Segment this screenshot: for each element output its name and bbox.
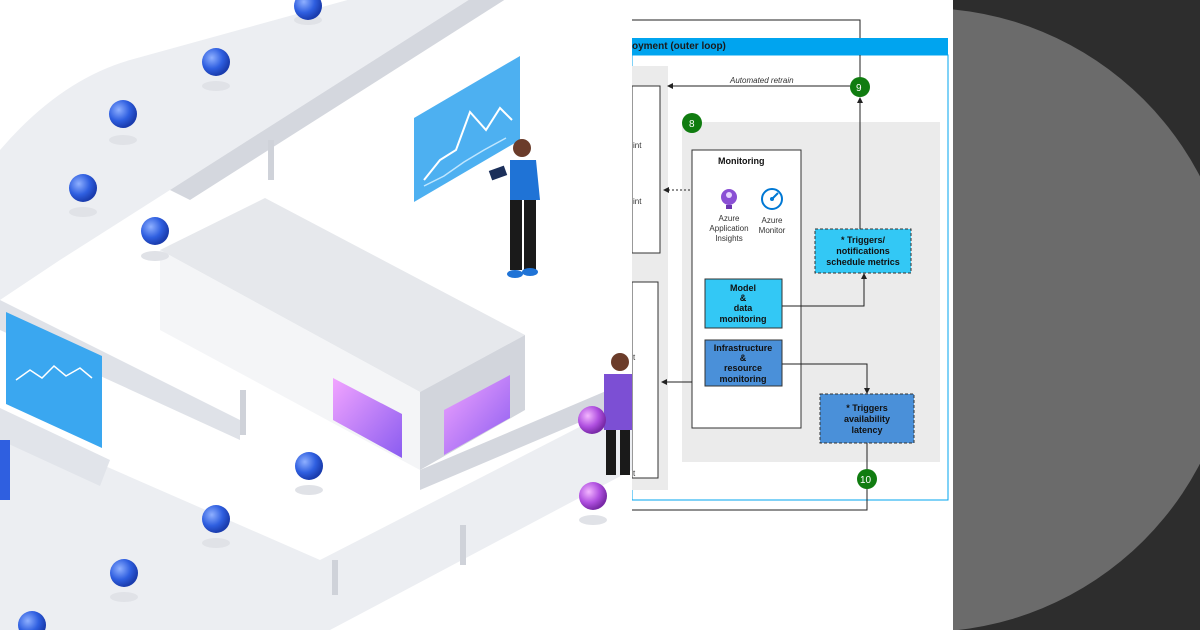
mlops-diagram: oyment (outer loop) int int t t Automate… xyxy=(630,0,953,630)
left-text-3: t xyxy=(633,353,636,362)
app-insights-line-3: Insights xyxy=(715,234,743,243)
outer-loop-header: oyment (outer loop) xyxy=(632,38,948,55)
automated-retrain-label: Automated retrain xyxy=(729,76,794,85)
floating-chart-screen xyxy=(414,56,520,202)
diagram-canvas: int int t t Automated retrain 9 8 Monito… xyxy=(630,19,949,511)
model-data-monitoring-box xyxy=(704,278,783,329)
triggers-notifications-box xyxy=(814,228,912,274)
decor-graphic xyxy=(611,0,1200,630)
infrastructure-monitoring-box xyxy=(704,339,783,387)
monitoring-title: Monitoring xyxy=(718,156,765,166)
left-text-1: int xyxy=(633,141,642,150)
model-data-line-2: & xyxy=(740,293,747,303)
triggers-notif-line-1: * Triggers/ xyxy=(841,235,886,245)
app-insights-line-2: Application xyxy=(709,224,748,233)
left-text-2: int xyxy=(633,197,642,206)
model-data-line-1: Model xyxy=(730,283,756,293)
top-loop-line xyxy=(630,19,861,90)
spheres xyxy=(18,0,607,630)
desk-monitor-screen xyxy=(6,312,102,448)
step-9-number: 9 xyxy=(856,83,862,94)
left-text-4: t xyxy=(633,469,636,478)
infra-line-3: resource xyxy=(724,363,762,373)
model-data-line-3: data xyxy=(734,303,754,313)
conveyor-illustration-graphic xyxy=(0,0,632,630)
model-data-line-4: monitoring xyxy=(720,314,767,324)
step-10-badge xyxy=(857,469,877,489)
conveyor-illustration xyxy=(0,0,632,630)
triggers-avail-line-2: availability xyxy=(844,414,890,424)
machine-portal-front xyxy=(333,378,402,458)
belt-left-edge xyxy=(0,300,240,440)
triggers-notif-line-2: notifications xyxy=(836,246,890,256)
belt-upper xyxy=(0,0,469,300)
belt-lower xyxy=(0,400,632,630)
belt-upper-edge xyxy=(170,0,505,200)
infra-line-1: Infrastructure xyxy=(714,343,773,353)
infra-line-2: & xyxy=(740,353,747,363)
step-9-badge xyxy=(850,77,870,97)
step-8-number: 8 xyxy=(689,119,695,130)
app-insights-line-1: Azure xyxy=(719,214,740,223)
arrow-infra-to-availability xyxy=(782,363,870,394)
person-with-tablet xyxy=(488,139,540,278)
azure-monitor-line-1: Azure xyxy=(762,216,783,225)
bottom-loop-line xyxy=(632,443,868,511)
step-8-badge xyxy=(682,113,702,133)
triggers-avail-line-3: latency xyxy=(851,425,882,435)
dark-decor-panel xyxy=(611,0,1200,630)
belt-lower-edge xyxy=(420,380,632,490)
azure-monitor-line-2: Monitor xyxy=(759,226,786,235)
person-with-sphere xyxy=(578,353,632,475)
infra-line-4: monitoring xyxy=(720,374,767,384)
azure-monitor-icon xyxy=(761,188,783,210)
triggers-availability-box xyxy=(819,393,915,444)
triggers-notif-line-3: schedule metrics xyxy=(826,257,900,267)
step-10-number: 10 xyxy=(860,475,872,486)
triggers-avail-line-1: * Triggers xyxy=(846,403,888,413)
arrow-model-to-triggers xyxy=(782,273,867,307)
machine-portal-side xyxy=(444,375,510,455)
machine-top xyxy=(160,198,525,392)
app-insights-icon xyxy=(721,189,737,209)
